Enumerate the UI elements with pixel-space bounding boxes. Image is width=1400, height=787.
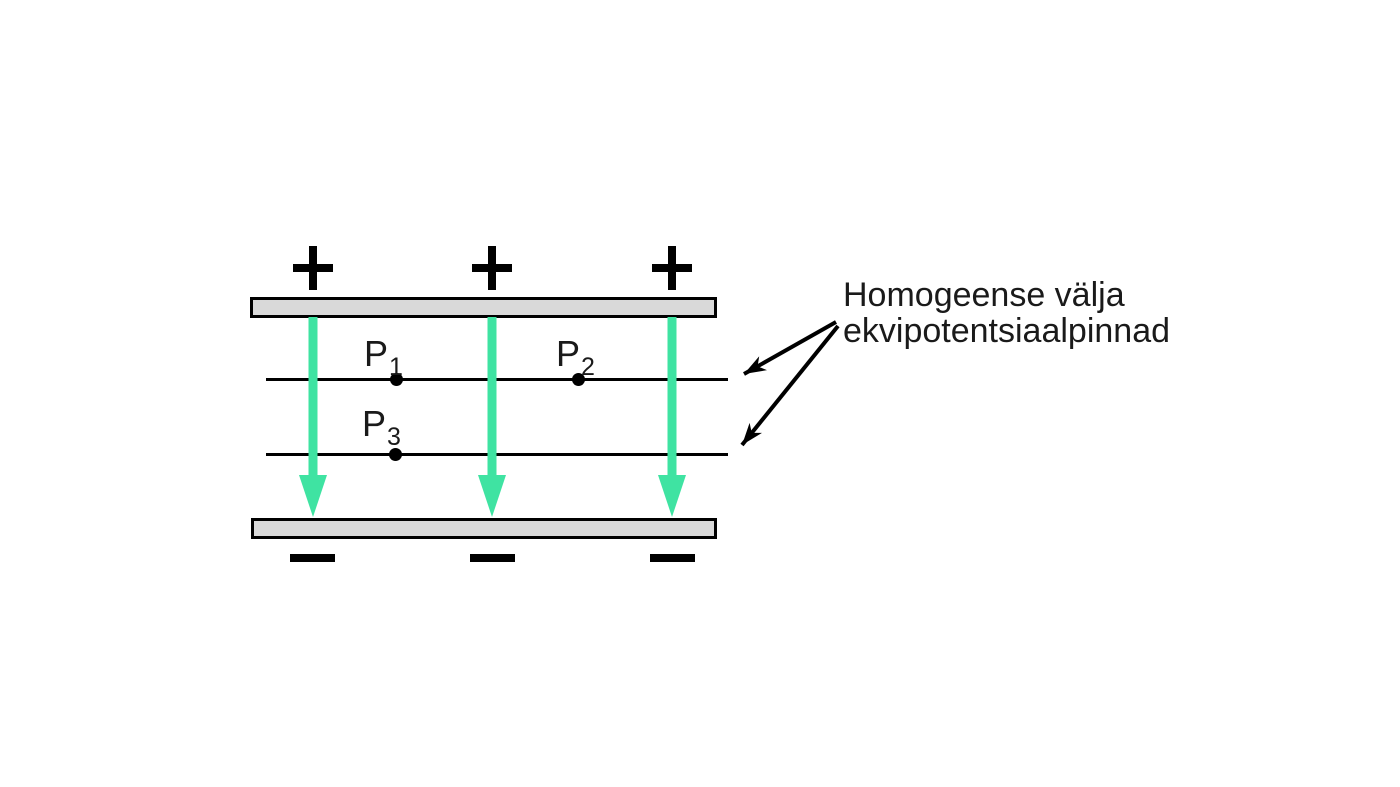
- plus-charge-icon: [472, 246, 512, 290]
- bottom-plate-negative: [251, 518, 717, 539]
- top-plate-positive: [250, 297, 717, 318]
- field-arrow-2: [478, 317, 506, 517]
- point-dot-p2: [572, 373, 585, 386]
- plus-charge-icon: [293, 246, 333, 290]
- point-label-p1: P1: [364, 333, 403, 381]
- point-dot-p3: [389, 448, 402, 461]
- equipotential-line-2: [266, 453, 728, 456]
- leader-arrow-to-line-2: [740, 324, 840, 447]
- minus-charge-icon: [650, 554, 695, 562]
- plus-charge-icon: [652, 246, 692, 290]
- field-arrow-3: [658, 317, 686, 517]
- annotation-line-2: ekvipotentsiaalpinnad: [843, 312, 1171, 350]
- field-arrow-1: [299, 317, 327, 517]
- minus-charge-icon: [290, 554, 335, 562]
- equipotential-line-1: [266, 378, 728, 381]
- leader-arrow-to-line-1: [743, 320, 837, 376]
- point-label-p2: P2: [556, 333, 595, 381]
- annotation-line-1: Homogeense välja: [843, 276, 1125, 314]
- minus-charge-icon: [470, 554, 515, 562]
- point-dot-p1: [390, 373, 403, 386]
- annotation-text: Homogeense välja ekvipotentsiaalpinnad: [843, 277, 1170, 349]
- point-label-p3: P3: [362, 403, 401, 451]
